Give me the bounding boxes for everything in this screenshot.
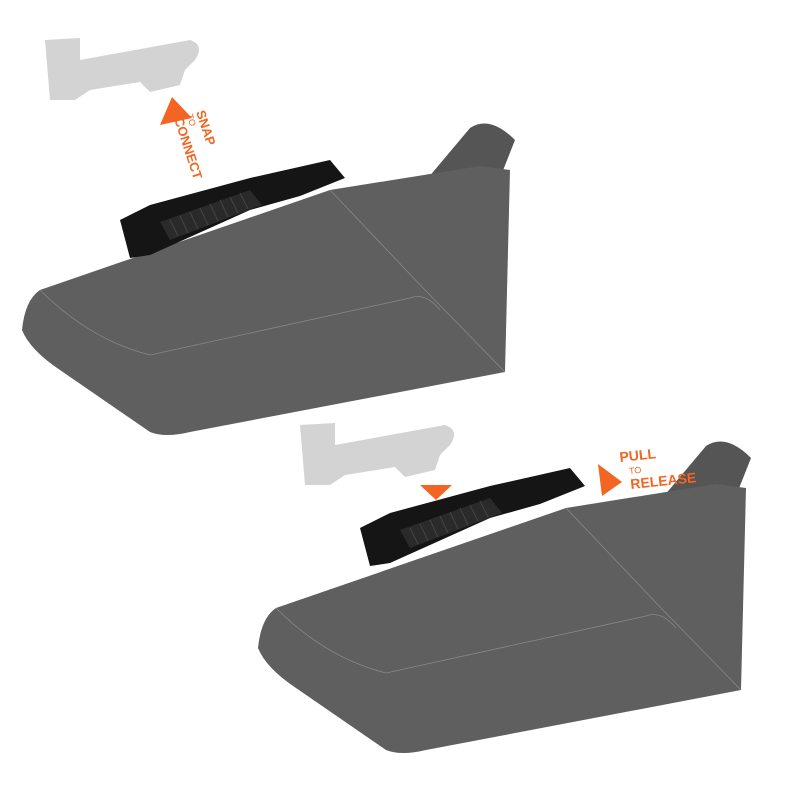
snap-to-connect-label: SNAP TO CONNECT (171, 108, 219, 181)
to-text: TO (628, 465, 641, 476)
release-text: RELEASE (630, 469, 697, 492)
pull-text: PULL (619, 445, 657, 465)
to-text: TO (185, 113, 198, 128)
pull-to-release-label: PULL TO RELEASE (619, 445, 697, 492)
arrow-down-icon (420, 485, 452, 500)
ghost-attachment-top (45, 38, 199, 100)
arrow-right-icon (598, 464, 622, 496)
snap-text: SNAP (193, 108, 219, 147)
product-body-top (21, 123, 516, 436)
arrow-up-icon (160, 97, 192, 125)
ghost-attachment-bottom (300, 423, 454, 485)
